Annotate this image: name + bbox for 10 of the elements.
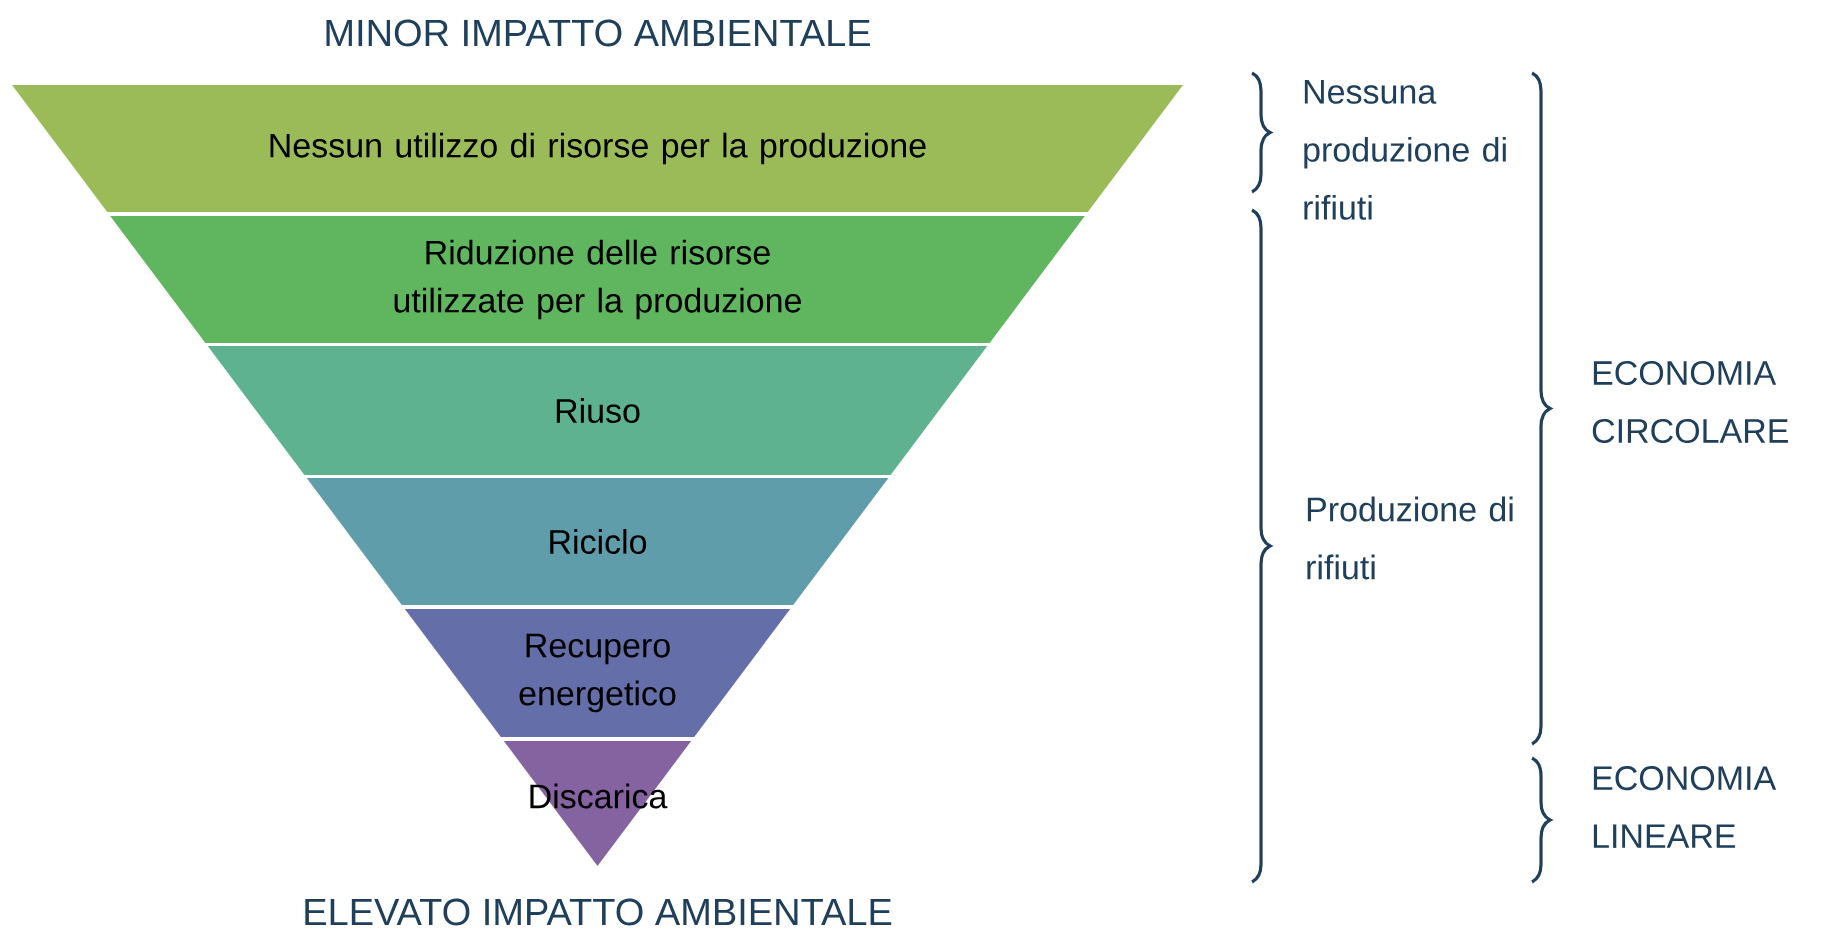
pyramid-band: Riciclo [306,478,889,605]
bracket-label: ECONOMIA LINEARE [1593,766,1777,848]
pyramid-band: Recupero energetico [404,609,791,737]
bracket-label: ECONOMIA CIRCOLARE [1592,360,1788,444]
heading: MINOR IMPATTO AMBIENTALE [326,19,870,47]
bracket-label: Nessuna produzione di rifiuti [1304,80,1506,220]
bracket-label: Produzione di rifiuti [1307,496,1513,580]
pyramid-band: Nessun utilizzo di risorse per la produzione [12,85,1183,212]
pyramid-band: Riduzione delle risorse utilizzate per la produzione [110,216,1085,343]
pyramid-band: Riuso [207,346,988,475]
